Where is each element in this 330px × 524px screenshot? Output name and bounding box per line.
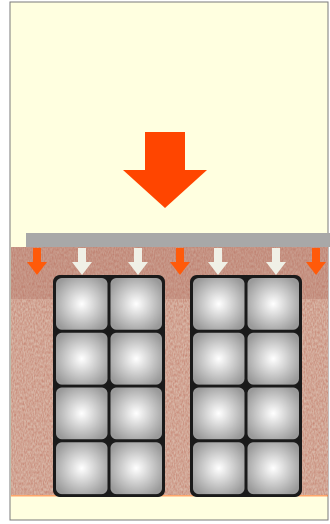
- tile: [248, 278, 300, 330]
- pressure-plate: [26, 233, 330, 247]
- tile: [56, 278, 108, 330]
- tile: [111, 278, 163, 330]
- tile: [193, 442, 245, 494]
- tile: [111, 442, 163, 494]
- tile: [111, 333, 163, 385]
- tile: [193, 278, 245, 330]
- tile: [193, 333, 245, 385]
- tile: [248, 388, 300, 440]
- tile: [56, 442, 108, 494]
- tile: [111, 388, 163, 440]
- tile: [56, 333, 108, 385]
- tile: [56, 388, 108, 440]
- tile: [248, 333, 300, 385]
- tile: [193, 388, 245, 440]
- tile: [248, 442, 300, 494]
